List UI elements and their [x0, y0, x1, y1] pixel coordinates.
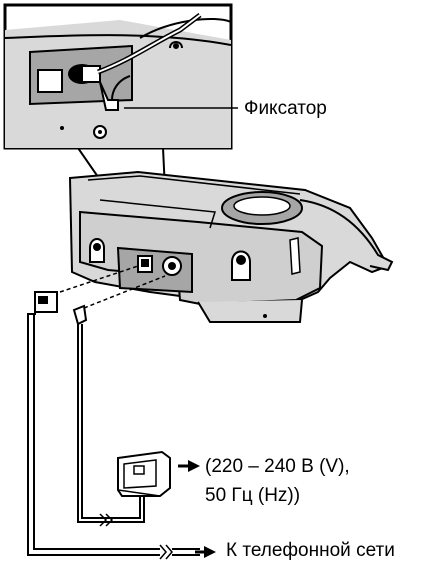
arrow-right-icon: [204, 546, 216, 558]
telephone-line-label: К телефонной сети: [226, 540, 395, 561]
telephone-line-cord: [27, 291, 216, 560]
latch-label: Фиксатор: [244, 98, 327, 119]
zoom-inset: [3, 3, 233, 150]
phone-base-unit: [59, 170, 394, 323]
power-spec-label-line1: (220 – 240 В (V),: [205, 456, 350, 477]
arrow-right-icon: [188, 460, 200, 472]
ac-adaptor-cord: [72, 304, 145, 527]
power-spec-label-line2: 50 Гц (Hz)): [205, 485, 301, 506]
ac-adaptor: [117, 450, 200, 497]
